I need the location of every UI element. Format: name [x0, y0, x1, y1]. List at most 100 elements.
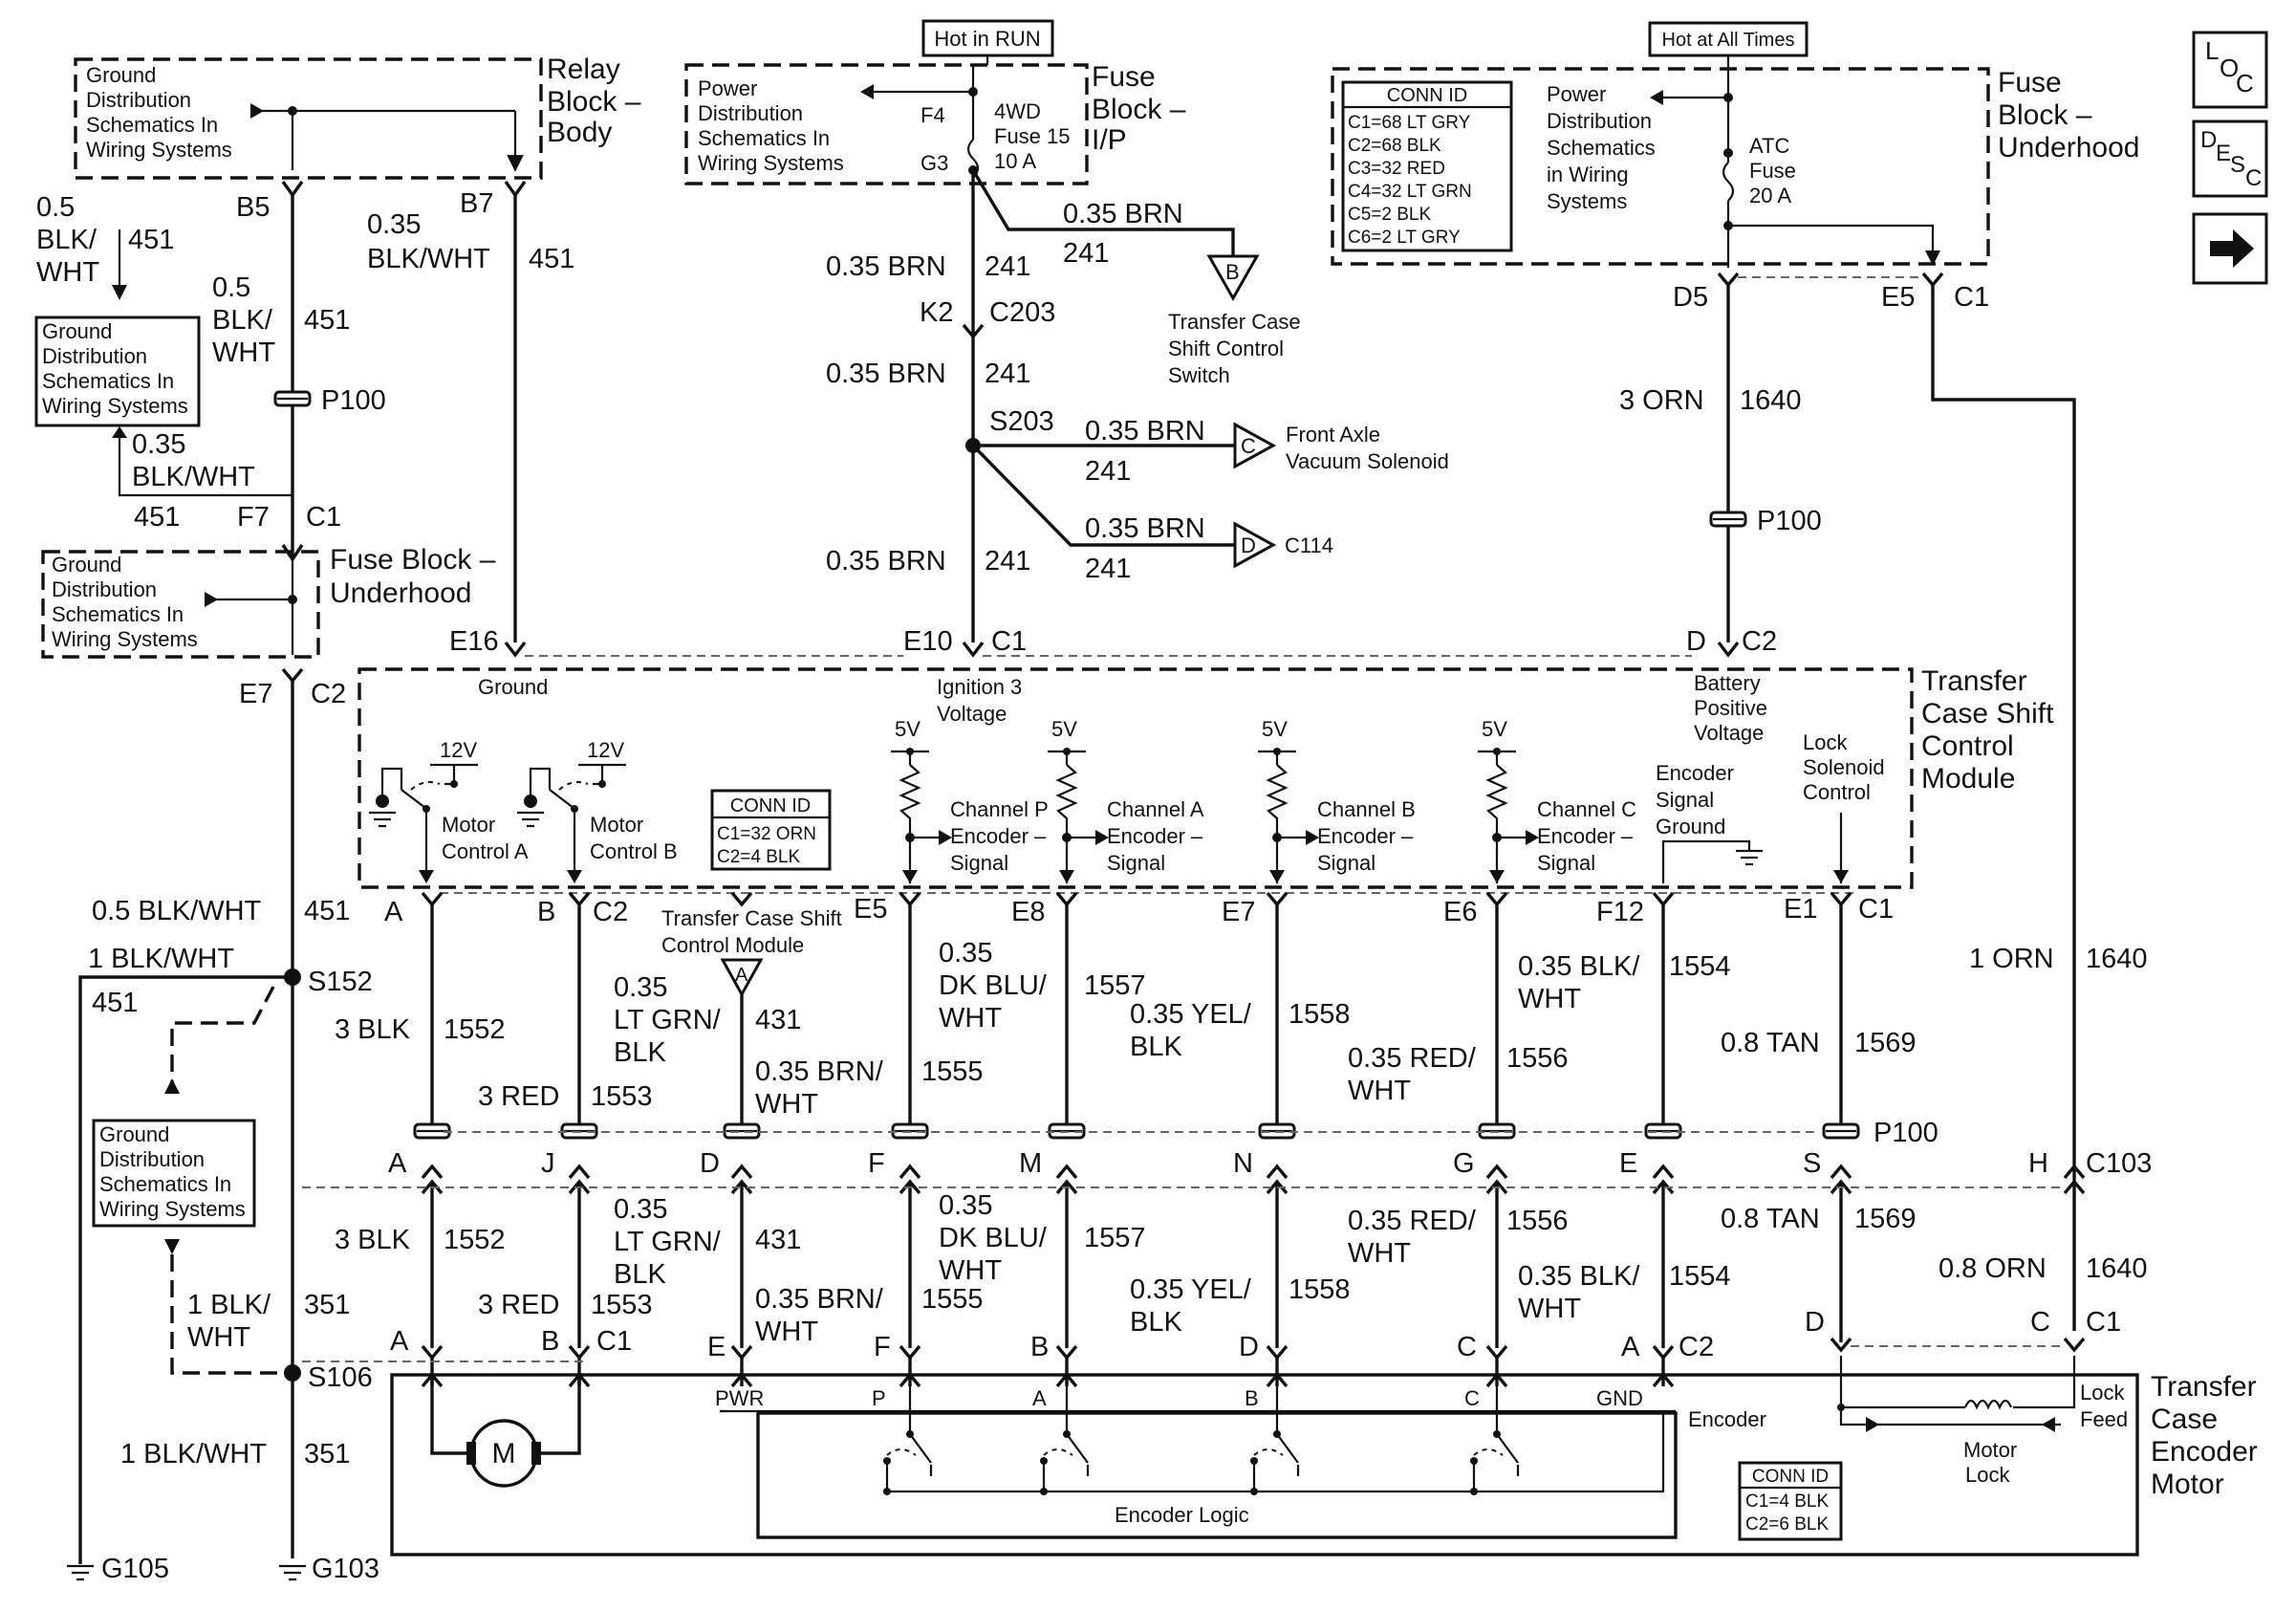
svg-text:S: S: [1803, 1148, 1821, 1179]
svg-text:3 BLK: 3 BLK: [335, 1225, 411, 1255]
harness-wire: [1048, 891, 1086, 1388]
svg-text:Channel P: Channel P: [950, 797, 1049, 821]
svg-text:1552: 1552: [444, 1225, 506, 1255]
svg-text:Distribution: Distribution: [86, 88, 191, 112]
svg-text:G105: G105: [101, 1554, 169, 1584]
svg-text:P: P: [872, 1386, 886, 1410]
svg-text:Case: Case: [2151, 1404, 2218, 1435]
svg-text:D: D: [1239, 1332, 1259, 1362]
svg-text:G103: G103: [312, 1554, 379, 1584]
link-flag-a[interactable]: [720, 958, 764, 998]
hot-all-times-header: [1648, 21, 1809, 57]
svg-text:1553: 1553: [591, 1081, 653, 1112]
svg-text:351: 351: [304, 1439, 350, 1469]
svg-text:Ground: Ground: [478, 675, 548, 699]
ground-g103: G103: [279, 1554, 379, 1584]
svg-text:E: E: [1619, 1148, 1637, 1179]
svg-text:WHT: WHT: [755, 1317, 818, 1347]
svg-text:Encoder: Encoder: [1688, 1407, 1766, 1431]
svg-text:F4: F4: [921, 103, 945, 127]
svg-text:Ground: Ground: [42, 319, 112, 343]
svg-text:WHT: WHT: [1518, 1294, 1581, 1324]
svg-text:Underhood: Underhood: [1998, 132, 2139, 163]
svg-text:241: 241: [985, 359, 1030, 389]
link-flag-c[interactable]: [1233, 422, 1277, 469]
conn-id-row: C5=2 BLK: [1348, 205, 1431, 225]
svg-text:351: 351: [304, 1290, 350, 1320]
svg-text:Lock: Lock: [2080, 1381, 2125, 1404]
ground-ref-mid: [92, 1119, 256, 1228]
fuse-block-ip-label: Fuse Block – I/P: [1092, 61, 1186, 156]
conn-id-row: C1=32 ORN: [717, 824, 816, 844]
svg-text:WHT: WHT: [939, 1255, 1002, 1286]
svg-text:5V: 5V: [1262, 717, 1288, 741]
svg-text:WHT: WHT: [939, 1003, 1002, 1034]
svg-text:Shift Control: Shift Control: [1168, 337, 1284, 360]
svg-text:Transfer Case: Transfer Case: [1168, 310, 1301, 334]
svg-text:0.35 RED/: 0.35 RED/: [1348, 1043, 1477, 1074]
svg-text:DK BLU/: DK BLU/: [939, 1223, 1048, 1253]
svg-text:Fuse: Fuse: [1749, 159, 1796, 183]
svg-text:241: 241: [985, 546, 1030, 577]
motor-control-b: 12V Motor Control B: [517, 738, 678, 880]
svg-text:C103: C103: [2086, 1148, 2152, 1179]
svg-text:E7: E7: [239, 679, 272, 709]
svg-text:C2: C2: [1742, 626, 1777, 657]
svg-text:E6: E6: [1443, 897, 1477, 927]
svg-text:3 RED: 3 RED: [478, 1290, 559, 1320]
svg-text:Schematics In: Schematics In: [698, 126, 830, 150]
svg-text:C: C: [1457, 1332, 1477, 1362]
svg-text:Signal: Signal: [1537, 851, 1595, 875]
svg-text:C2: C2: [593, 897, 628, 927]
svg-text:E: E: [2216, 141, 2231, 166]
svg-text:S: S: [2230, 152, 2245, 178]
svg-text:1 BLK/: 1 BLK/: [187, 1290, 271, 1320]
svg-text:Motor: Motor: [2151, 1469, 2224, 1500]
svg-text:Wiring Systems: Wiring Systems: [86, 138, 232, 162]
svg-text:Lock: Lock: [1965, 1463, 2010, 1487]
svg-text:0.35: 0.35: [132, 429, 185, 460]
svg-text:Encoder Logic: Encoder Logic: [1115, 1503, 1249, 1527]
svg-text:Signal: Signal: [1317, 851, 1375, 875]
svg-text:Solenoid: Solenoid: [1803, 755, 1885, 779]
svg-text:C1: C1: [1858, 894, 1894, 925]
svg-text:S152: S152: [308, 967, 373, 997]
svg-text:0.35: 0.35: [939, 938, 992, 969]
svg-text:Signal: Signal: [950, 851, 1008, 875]
svg-text:Schematics In: Schematics In: [52, 602, 184, 626]
description-button[interactable]: D E S C: [2192, 120, 2268, 198]
motor-control-a: 12V Motor Control A: [369, 738, 529, 880]
svg-text:0.35 BRN/: 0.35 BRN/: [755, 1056, 884, 1087]
svg-text:241: 241: [1085, 456, 1131, 487]
next-page-button[interactable]: [2192, 212, 2268, 285]
svg-text:Underhood: Underhood: [330, 577, 471, 609]
svg-text:Signal: Signal: [1656, 788, 1714, 812]
svg-text:WHT: WHT: [212, 337, 275, 368]
svg-text:B: B: [537, 897, 555, 927]
svg-text:0.35 YEL/: 0.35 YEL/: [1130, 1274, 1252, 1305]
svg-text:0.35: 0.35: [367, 209, 421, 240]
relay-block-body-box: [74, 57, 543, 180]
link-flag-d[interactable]: [1233, 521, 1277, 569]
location-button[interactable]: L O C: [2192, 31, 2268, 109]
svg-text:C1: C1: [2086, 1307, 2121, 1338]
svg-text:E10: E10: [903, 626, 953, 657]
link-flag-b[interactable]: [1206, 254, 1260, 302]
svg-text:B: B: [1245, 1386, 1259, 1410]
svg-text:Ground: Ground: [1656, 815, 1725, 838]
svg-text:Distribution: Distribution: [1547, 109, 1652, 133]
svg-text:5V: 5V: [895, 717, 921, 741]
svg-text:1 ORN: 1 ORN: [1969, 944, 2054, 974]
svg-text:J: J: [541, 1148, 555, 1179]
svg-text:D: D: [700, 1148, 720, 1179]
svg-text:0.35 BRN: 0.35 BRN: [1085, 416, 1205, 446]
svg-text:G3: G3: [921, 151, 948, 175]
svg-text:S106: S106: [308, 1362, 373, 1393]
arrow-right-icon: [2210, 229, 2254, 268]
svg-text:0.35 BRN: 0.35 BRN: [1085, 513, 1205, 544]
svg-text:WHT: WHT: [1348, 1238, 1411, 1269]
svg-text:C: C: [2030, 1307, 2050, 1338]
